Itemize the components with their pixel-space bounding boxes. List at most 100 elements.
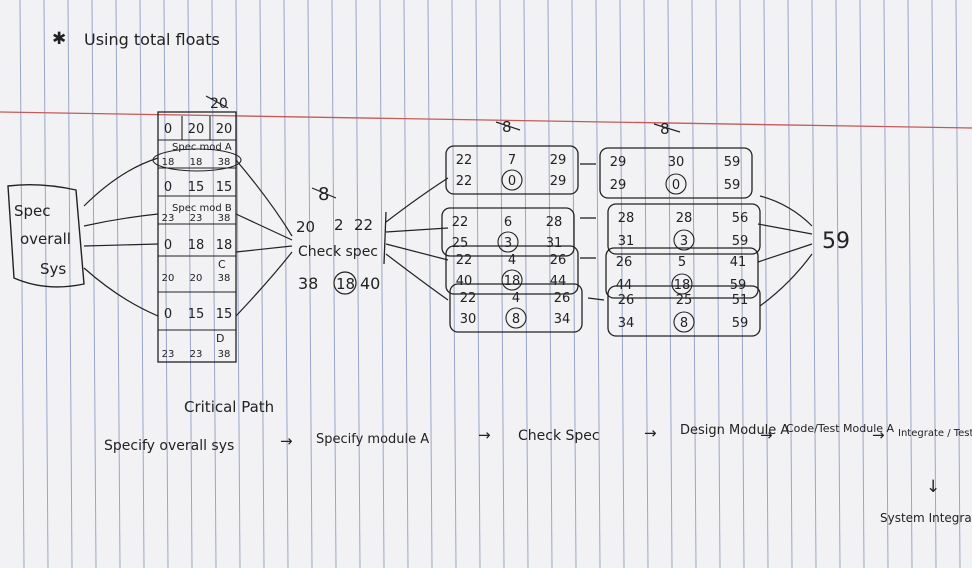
activity-value: 59 [732,234,749,249]
column-a-cell: 20 [190,273,203,284]
check-spec-es: 20 [296,218,315,236]
column-a-cell: 15 [216,307,233,322]
column-a-cell: 38 [218,273,231,284]
check-spec-duration: 2 [334,216,344,234]
activity-value: 3 [680,234,688,249]
activity-value: 29 [610,178,627,193]
column-a-connectors [235,159,293,317]
activity-value: 25 [676,293,693,308]
check-spec-connectors [385,177,449,301]
column-a-cell: 15 [188,307,205,322]
activity-value: 28 [618,211,635,226]
column-a-label: D [216,332,224,345]
cp-arrow-down: ↓ [926,477,940,497]
column-a-cell: 23 [190,349,203,360]
column-a-cell: 18 [216,238,233,253]
check-spec-node: 8 20 2 22 Check spec 38 18 40 [296,184,387,295]
column-a-cell: 15 [216,180,233,195]
activity-value: 4 [508,253,516,268]
column-a-cell: 23 [162,349,175,360]
cp-step-4: Design Module A [680,423,789,438]
column-a-cell: 0 [164,122,172,137]
activity-value: 29 [550,174,567,189]
float-circle [673,229,695,251]
cp-last-step: System Integration [880,511,972,525]
activity-value: 59 [724,178,741,193]
activity-value: 0 [672,178,680,193]
activity-value: 34 [618,316,635,331]
margin-line [0,111,972,129]
activity-value: 0 [508,174,516,189]
float-circle [501,269,523,291]
cp-arrow-1: → [280,432,293,450]
float-circle [665,173,687,195]
activity-value: 44 [550,274,567,289]
left-box-line-1: Spec [14,202,51,220]
cp-arrow-5: → [872,426,885,444]
activity-value: 22 [460,291,477,306]
activity-value: 18 [504,274,521,289]
cp-step-2: Specify module A [316,432,429,447]
activity-value: 22 [456,174,473,189]
column-a-cell: 23 [162,213,175,224]
spec-overall-sys-node: Spec overall Sys [7,183,85,288]
column-a-cell: 0 [164,307,172,322]
cp-step-6: Integrate / Test sys [898,428,972,439]
activity-value: 28 [546,215,563,230]
column-a-cell: 18 [188,238,205,253]
column-b-top-mark: 8 [502,118,512,136]
column-a-cell: 38 [218,157,231,168]
project-end-value: 59 [822,229,850,254]
activity-box [441,207,575,257]
activity-value: 30 [668,155,685,170]
cp-step-1: Specify overall sys [104,438,234,454]
activity-value: 29 [550,153,567,168]
activity-box [449,283,583,333]
column-a-cell: 38 [218,213,231,224]
critical-path: Critical Path Specify overall sys → Spec… [104,398,972,525]
activity-box [607,285,761,337]
column-a-cell: 15 [188,180,205,195]
check-spec-lf: 40 [360,274,380,293]
cp-arrow-2: → [478,426,491,444]
activity-value: 41 [730,255,747,270]
activity-value: 22 [456,253,473,268]
activity-value: 26 [616,255,633,270]
float-circle [497,231,519,253]
activity-value: 40 [456,274,473,289]
activity-value: 25 [452,236,469,251]
activity-value: 31 [618,234,635,249]
activity-value: 3 [504,236,512,251]
cp-arrow-4: → [760,426,773,444]
column-a-label: Spec mod B [172,203,232,214]
column-a-cell: 20 [188,122,205,137]
activity-value: 4 [512,291,520,306]
float-circle [505,307,527,329]
page-heading: Using total floats [84,30,220,49]
left-connectors [83,157,159,317]
activity-value: 34 [554,312,571,327]
column-a-cell: 20 [216,122,233,137]
final-connectors [757,195,813,307]
column-a-cell: 18 [162,157,175,168]
activity-value: 26 [550,253,567,268]
check-spec-ls: 38 [298,274,318,293]
activity-value: 28 [676,211,693,226]
activity-value: 59 [732,316,749,331]
cp-arrow-3: → [644,424,657,442]
activity-value: 56 [732,211,749,226]
activity-box [599,147,753,199]
float-circle [501,169,523,191]
activity-value: 8 [512,312,520,327]
critical-path-title: Critical Path [184,398,274,416]
activity-box [605,247,759,299]
activity-value: 26 [618,293,635,308]
column-b-c-dashes [580,163,605,301]
column-a-cell: 38 [218,349,231,360]
check-spec-label: Check spec [298,244,378,260]
column-a-cell: 18 [190,157,203,168]
